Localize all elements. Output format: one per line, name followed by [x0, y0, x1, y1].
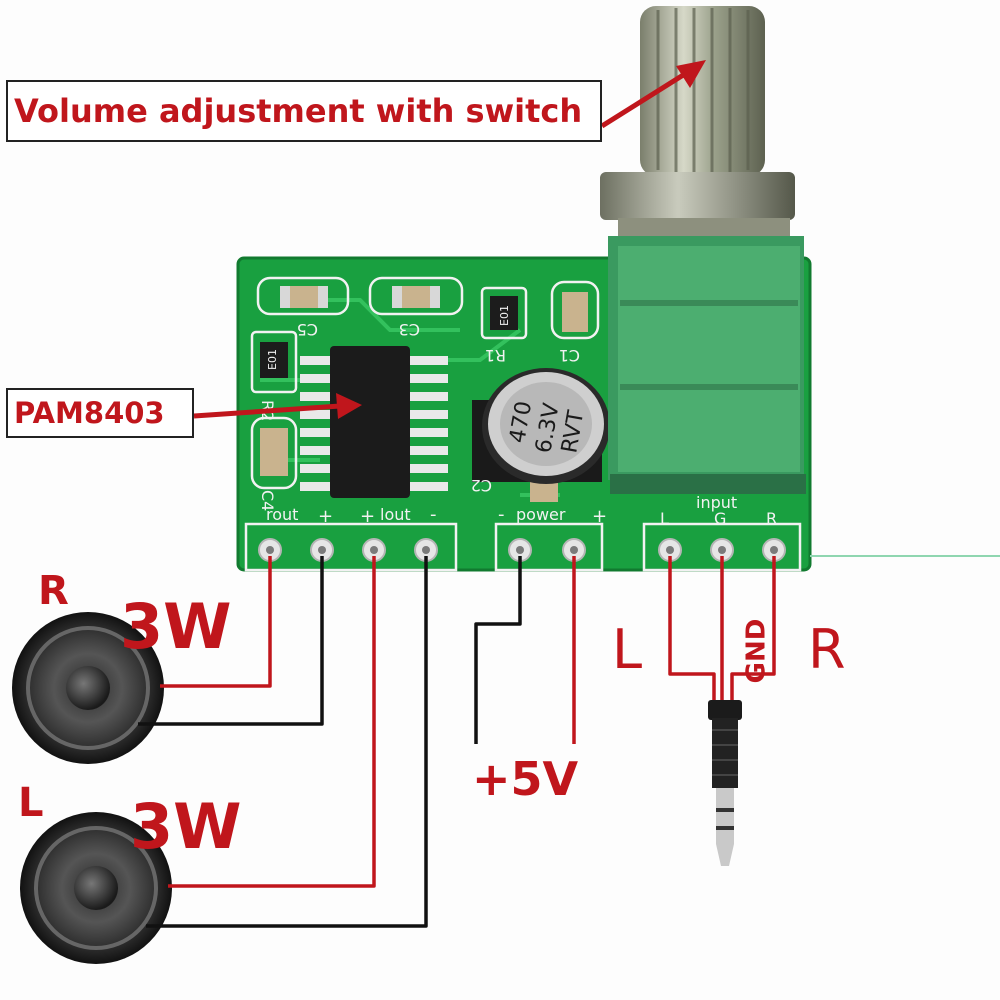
header-input-l: L [660, 509, 669, 528]
silk-c5: C5 [297, 320, 318, 339]
header-power-minus: - [498, 504, 505, 525]
speaker-right-power-label: 3W [120, 590, 232, 663]
input-ground-label: GND [741, 618, 772, 684]
header-rout: rout [266, 505, 298, 524]
wire-rout-plus [160, 556, 272, 688]
header-rout-plus: + [318, 506, 333, 527]
input-left-label: L [612, 618, 643, 681]
header-lout: lout [380, 505, 411, 524]
potentiometer-body [608, 236, 806, 494]
solder-pads [258, 538, 786, 562]
arrow-volume [600, 69, 690, 129]
wire-input-l [668, 556, 716, 712]
pcb-board: 470 6.3V RVT C5 C3 E01 C1 R1 R2 C4 C2 E0… [236, 236, 812, 572]
header-input-g: G [714, 509, 726, 528]
pam8403-chip [300, 346, 448, 498]
silk-c1: C1 [559, 346, 580, 365]
header-power: power [516, 505, 566, 524]
silk-r1: R1 [485, 346, 506, 365]
header-input: input [696, 493, 737, 512]
input-right-label: R [808, 618, 846, 681]
speaker-right-channel-label: R [38, 568, 69, 614]
wires [138, 556, 776, 928]
arrows [193, 60, 706, 419]
silk-c4: C4 [258, 490, 277, 511]
silk-e01-a: E01 [498, 305, 511, 326]
speaker-left-power-label: 3W [130, 790, 242, 863]
wire-lout-minus [146, 556, 428, 928]
speaker-left [20, 812, 172, 964]
audio-jack [708, 700, 742, 866]
arrow-chip-head [336, 393, 362, 419]
arrow-chip [193, 403, 341, 419]
volume-knob [600, 6, 795, 242]
header-power-plus: + [592, 506, 607, 527]
header-input-r: R [766, 509, 777, 528]
header-lout-plus: + [360, 506, 375, 527]
silk-c3: C3 [399, 320, 420, 339]
wire-lout-plus [168, 556, 376, 888]
speaker-right [12, 612, 164, 764]
wire-input-r [730, 556, 776, 712]
power-supply-label: +5V [472, 752, 579, 806]
wire-rout-minus [138, 556, 324, 726]
callout-volume-adjustment: Volume adjustment with switch [6, 80, 602, 142]
header-lout-minus: - [430, 504, 437, 525]
silk-c2: C2 [471, 476, 492, 495]
wire-power-minus [474, 556, 522, 744]
silk-e01-b: E01 [266, 349, 279, 370]
callout-pam8403: PAM8403 [6, 388, 194, 438]
speaker-left-channel-label: L [18, 780, 44, 826]
capacitor-470uf: 470 6.3V RVT [472, 368, 610, 484]
arrow-volume-head [676, 60, 706, 88]
